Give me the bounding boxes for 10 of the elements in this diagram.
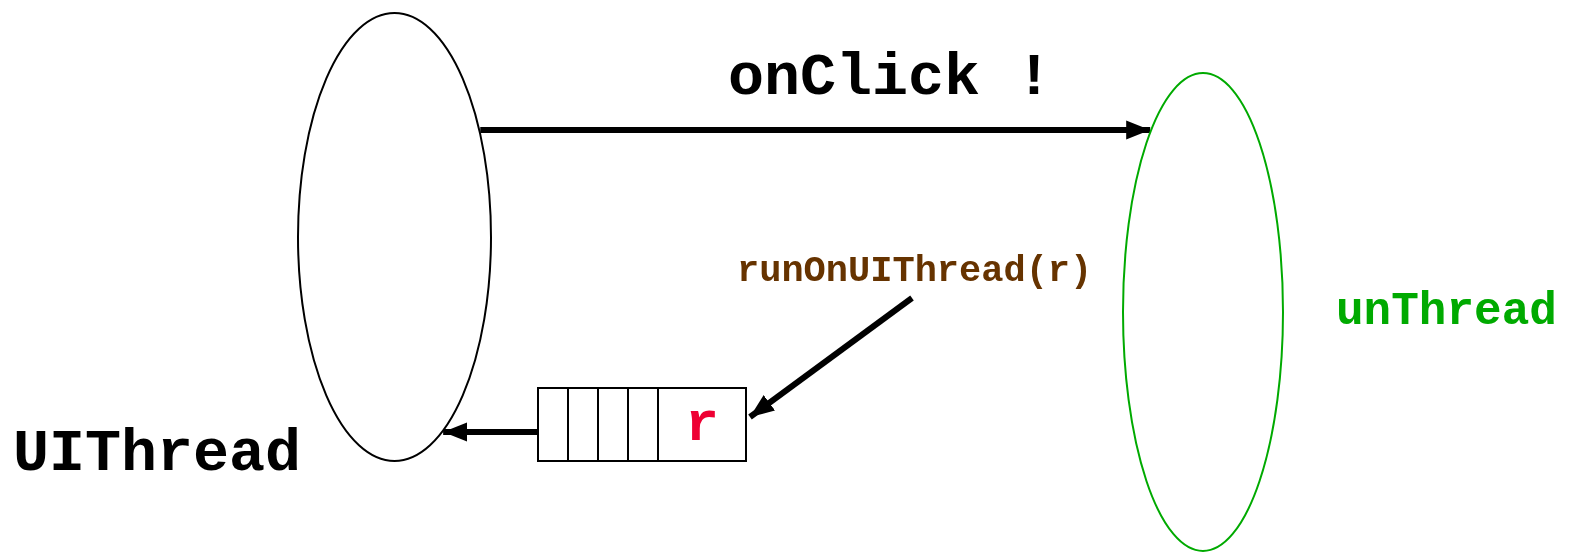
arrow <box>443 422 537 442</box>
arrow <box>748 295 914 420</box>
arrow <box>480 120 1151 140</box>
thread-ellipse <box>297 12 492 462</box>
queue-item: r <box>684 391 720 459</box>
thread-ellipse <box>1122 72 1284 552</box>
thread-label: unThread <box>1336 289 1557 335</box>
message-queue <box>537 387 747 462</box>
thread-label: UIThread <box>13 424 302 484</box>
method-call-text: runOnUIThread(r) <box>737 253 1093 290</box>
